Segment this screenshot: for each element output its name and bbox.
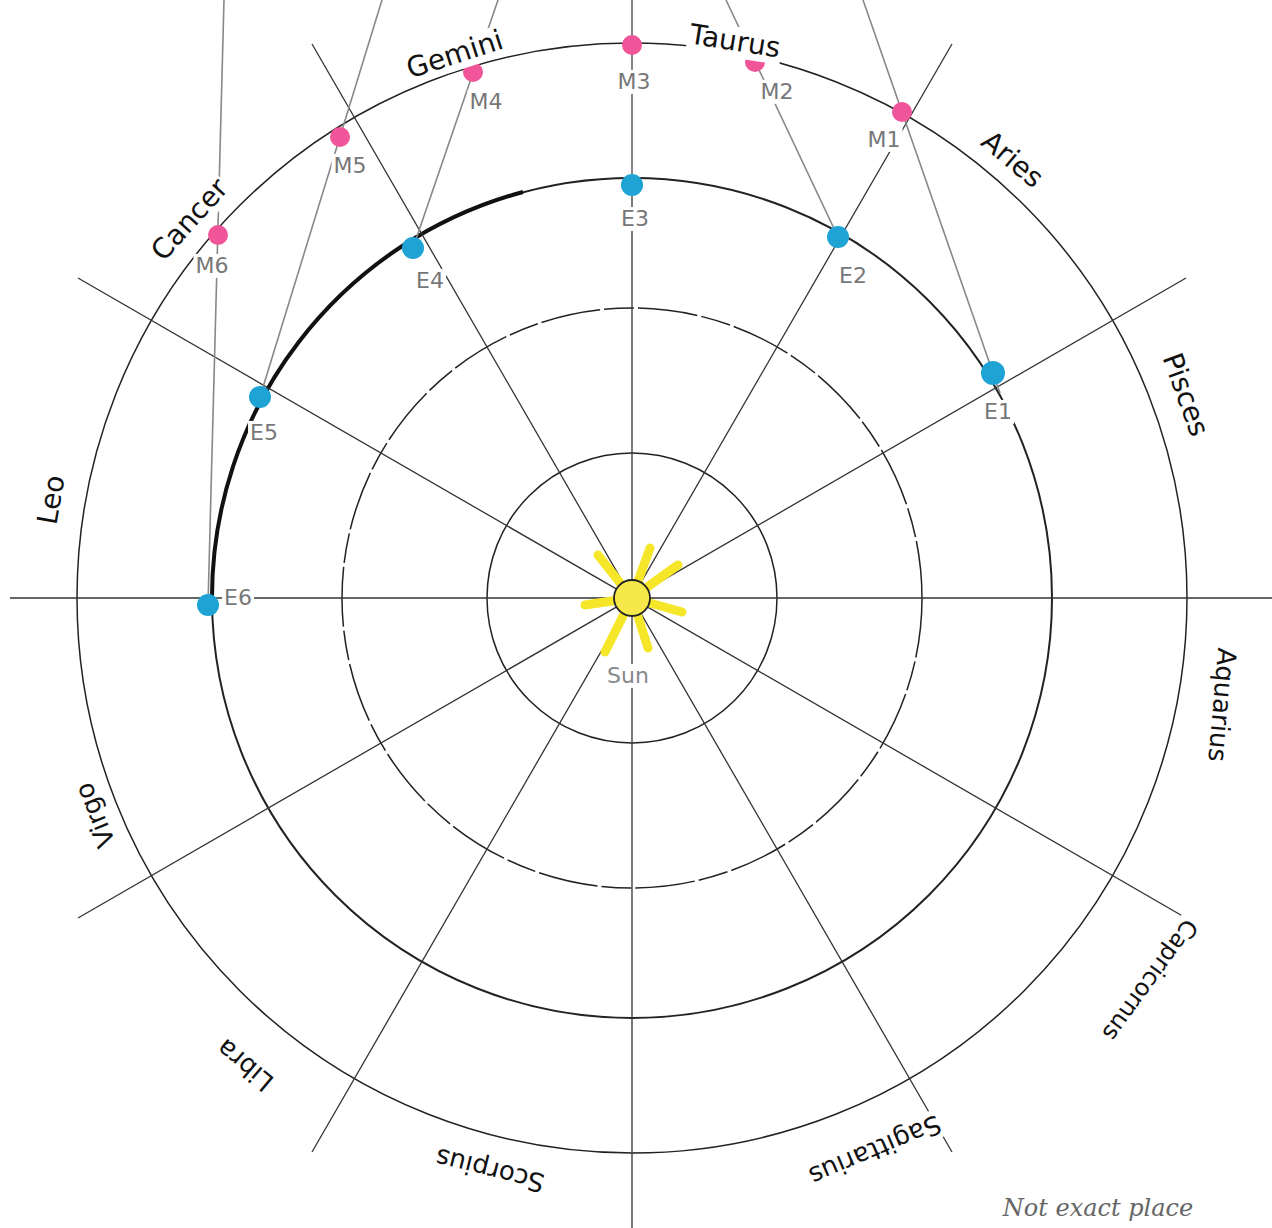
zodiac-label: Aquarius [1203, 645, 1242, 765]
point-label: E1 [982, 400, 1014, 424]
zodiac-label: Virgo [68, 777, 121, 854]
point-label: E5 [248, 421, 280, 445]
sight-lines [208, 0, 1000, 605]
point-label: E3 [619, 207, 651, 231]
point-label: M6 [194, 254, 231, 278]
earth-path [212, 192, 523, 598]
point-label: M3 [616, 70, 653, 94]
zodiac-label: Aries [974, 124, 1051, 195]
zodiac-label: Scorpius [431, 1142, 550, 1198]
zodiac-label: Libra [209, 1032, 280, 1098]
earth-dots [197, 174, 1005, 616]
point-label: E4 [414, 269, 446, 293]
sun-symbol [585, 548, 682, 652]
spokes [10, 0, 1272, 1228]
sun-label: Sun [605, 664, 651, 688]
point-label: M2 [759, 80, 796, 104]
point-label: M1 [866, 128, 903, 152]
mars-dots [208, 35, 912, 245]
point-label: M4 [468, 90, 505, 114]
zodiac-label: Sagittarius [803, 1109, 947, 1192]
zodiac-label: Pisces [1155, 348, 1215, 443]
point-label: E6 [222, 586, 254, 610]
point-label: M5 [332, 154, 369, 178]
zodiac-label: Gemini [401, 24, 509, 85]
zodiac-label: Leo [32, 471, 72, 529]
zodiac-label: Taurus [686, 19, 785, 64]
point-label: E2 [837, 264, 869, 288]
zodiac-label: Capricornus [1096, 913, 1204, 1048]
note: Not exact place [1001, 1195, 1195, 1221]
